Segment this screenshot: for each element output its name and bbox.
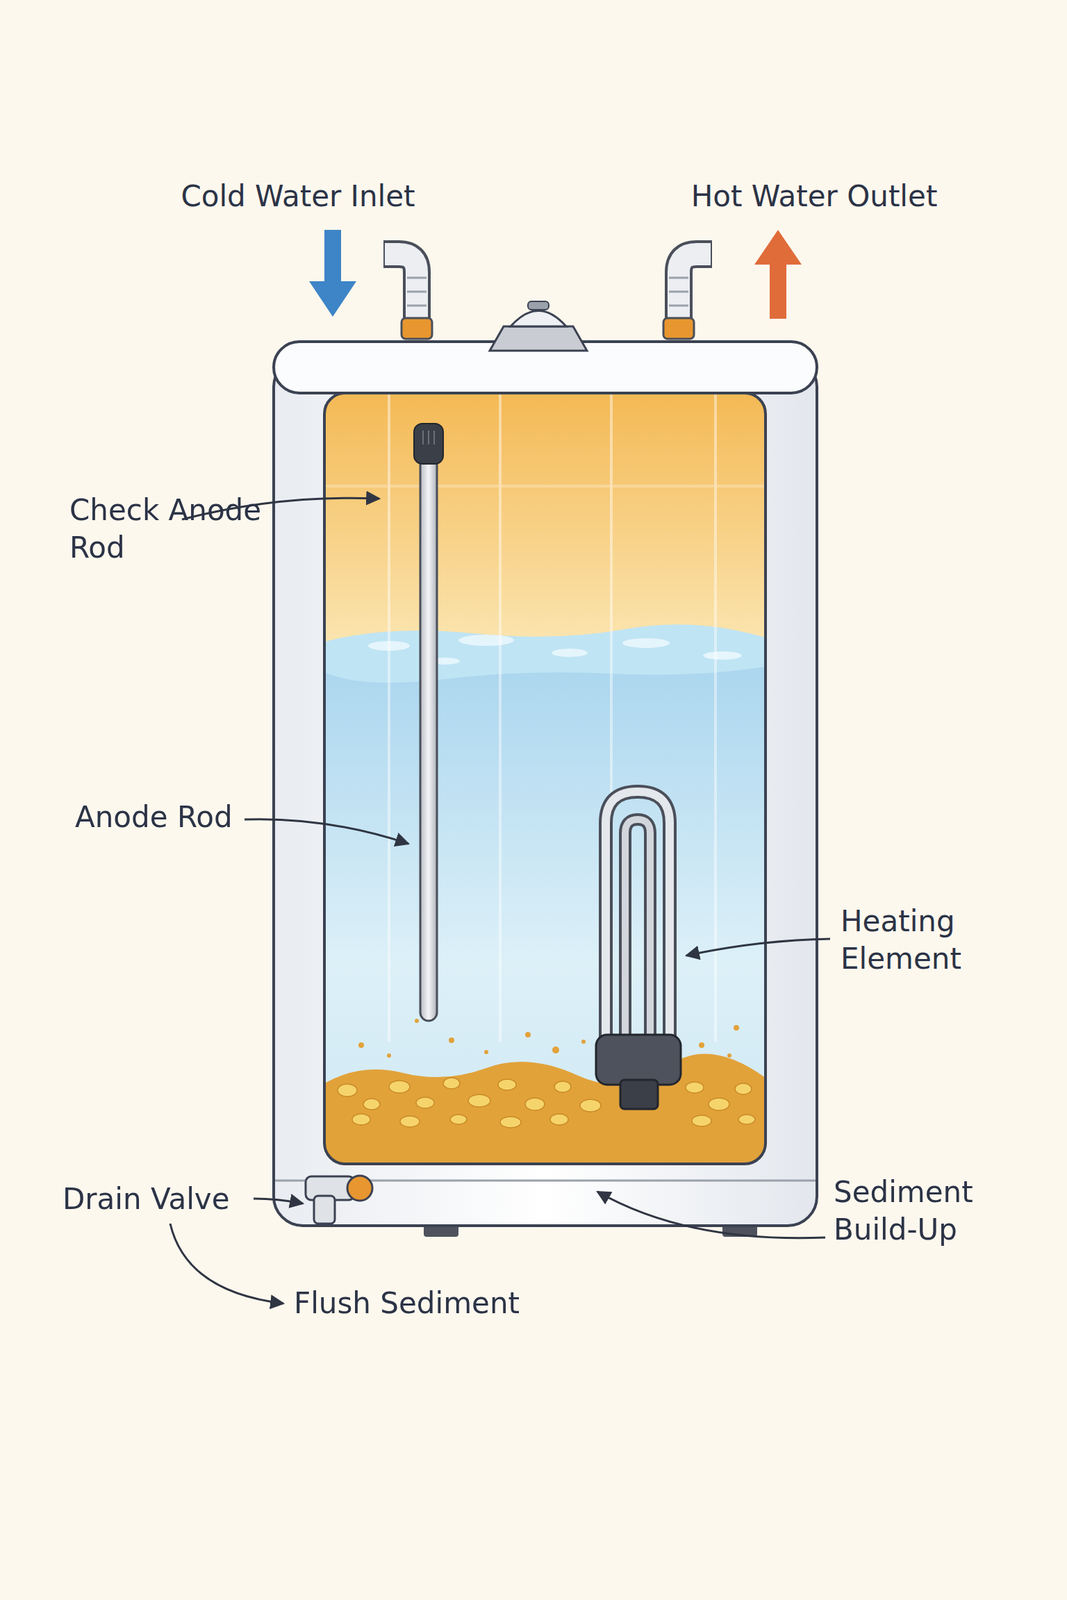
cold-inlet-arrow <box>309 229 357 317</box>
tank-interior <box>698 1042 705 1049</box>
drain-valve <box>313 1196 335 1224</box>
tank-interior <box>324 624 766 683</box>
drain-valve <box>305 1176 373 1224</box>
tank-interior <box>714 393 717 1042</box>
tank-interior <box>324 484 766 488</box>
part-label: Heating Element <box>840 903 1042 979</box>
tank-shell <box>273 357 817 1227</box>
heating-element <box>625 819 651 1042</box>
tank-interior <box>358 1019 740 1058</box>
tank-interior <box>733 1025 740 1031</box>
drain-valve <box>347 1176 373 1202</box>
tank-interior <box>337 1084 358 1097</box>
tank-interior <box>443 1078 460 1090</box>
anode-rod <box>423 430 435 445</box>
vent-cap <box>489 301 587 351</box>
leader-lines <box>597 1192 826 1239</box>
part-label: Sediment Build-Up <box>833 1173 1042 1250</box>
tank-interior <box>500 1117 521 1129</box>
tank-interior <box>324 652 766 1165</box>
tank-interior <box>337 1078 756 1129</box>
anode-rod <box>414 423 444 1022</box>
tank-interior <box>498 1079 517 1091</box>
heating-element <box>596 791 681 1110</box>
vent-cap <box>527 301 549 310</box>
tank-interior <box>386 1053 392 1058</box>
part-label: Drain Valve <box>62 1180 230 1219</box>
tank-interior <box>550 1114 569 1126</box>
heating-element <box>625 819 651 1042</box>
vent-cap <box>510 311 567 328</box>
tank-interior <box>352 1114 371 1126</box>
tank-interior <box>734 1083 752 1095</box>
heating-element <box>605 791 670 1042</box>
inlet-pipe <box>384 254 417 326</box>
anode-rod <box>420 455 437 1022</box>
tank-interior <box>691 1115 712 1127</box>
tank-interior <box>324 1053 766 1165</box>
hot-outlet-arrow <box>754 229 802 319</box>
heating-element <box>605 791 670 1042</box>
inlet-pipe <box>383 254 433 339</box>
tank-interior <box>324 393 766 1042</box>
heating-element <box>620 1080 658 1110</box>
tank-interior <box>622 638 670 649</box>
tank-interior <box>727 1053 732 1058</box>
tank-interior <box>358 1042 365 1049</box>
tank-interior-rim <box>324 393 766 1165</box>
leader-lines <box>170 498 831 1304</box>
outlet-pipe <box>668 277 689 306</box>
inlet-pipe <box>401 318 433 339</box>
tank-interior <box>580 1099 601 1113</box>
tank-interior <box>581 1039 586 1045</box>
leader-lines <box>253 1198 303 1204</box>
tank-interior <box>702 651 742 660</box>
tank-interior <box>525 1098 545 1111</box>
outlet-pipe <box>663 318 694 339</box>
tank-interior <box>738 1114 756 1125</box>
tank-interior <box>525 1032 531 1038</box>
tank-interior <box>324 393 766 1165</box>
tank-interior <box>498 393 502 1042</box>
tank-interior <box>416 1097 435 1109</box>
tank-interior <box>450 1114 467 1125</box>
tank-interior <box>554 1081 572 1093</box>
hot-outlet-arrow <box>754 229 802 319</box>
anode-rod <box>414 423 444 465</box>
tank-interior <box>552 1046 560 1054</box>
leader-lines <box>686 939 831 956</box>
heating-element <box>596 1035 681 1086</box>
outlet-pipe <box>678 254 711 326</box>
tank-shell <box>273 341 817 1227</box>
outlet-label: Hot Water Outlet <box>647 177 981 216</box>
tank-interior <box>484 1050 489 1055</box>
vent-cap <box>489 326 587 351</box>
outlet-pipe <box>663 254 713 339</box>
tank-interior <box>400 1116 420 1128</box>
tank-interior <box>389 1080 410 1094</box>
inlet-label: Cold Water Inlet <box>131 177 465 216</box>
leader-lines <box>244 819 409 845</box>
tank-interior <box>708 1098 730 1111</box>
leader-lines <box>170 1223 284 1304</box>
tank-interior <box>363 1098 380 1111</box>
tank-interior <box>458 634 515 647</box>
tank-interior <box>324 393 766 658</box>
action-label: Flush Sediment <box>293 1285 520 1323</box>
inlet-pipe <box>407 277 427 306</box>
inlet-pipe <box>383 254 417 326</box>
callout-label: Check Anode Rod <box>69 491 264 567</box>
outlet-pipe <box>678 254 713 326</box>
tank-interior <box>468 1094 491 1108</box>
tank-interior <box>387 393 391 1042</box>
tank-interior <box>551 648 588 658</box>
part-label: Anode Rod <box>75 798 233 837</box>
cold-inlet-arrow <box>309 229 357 317</box>
tank-interior <box>448 1037 455 1044</box>
tank-interior <box>685 1082 704 1094</box>
tank-interior <box>414 1019 419 1024</box>
